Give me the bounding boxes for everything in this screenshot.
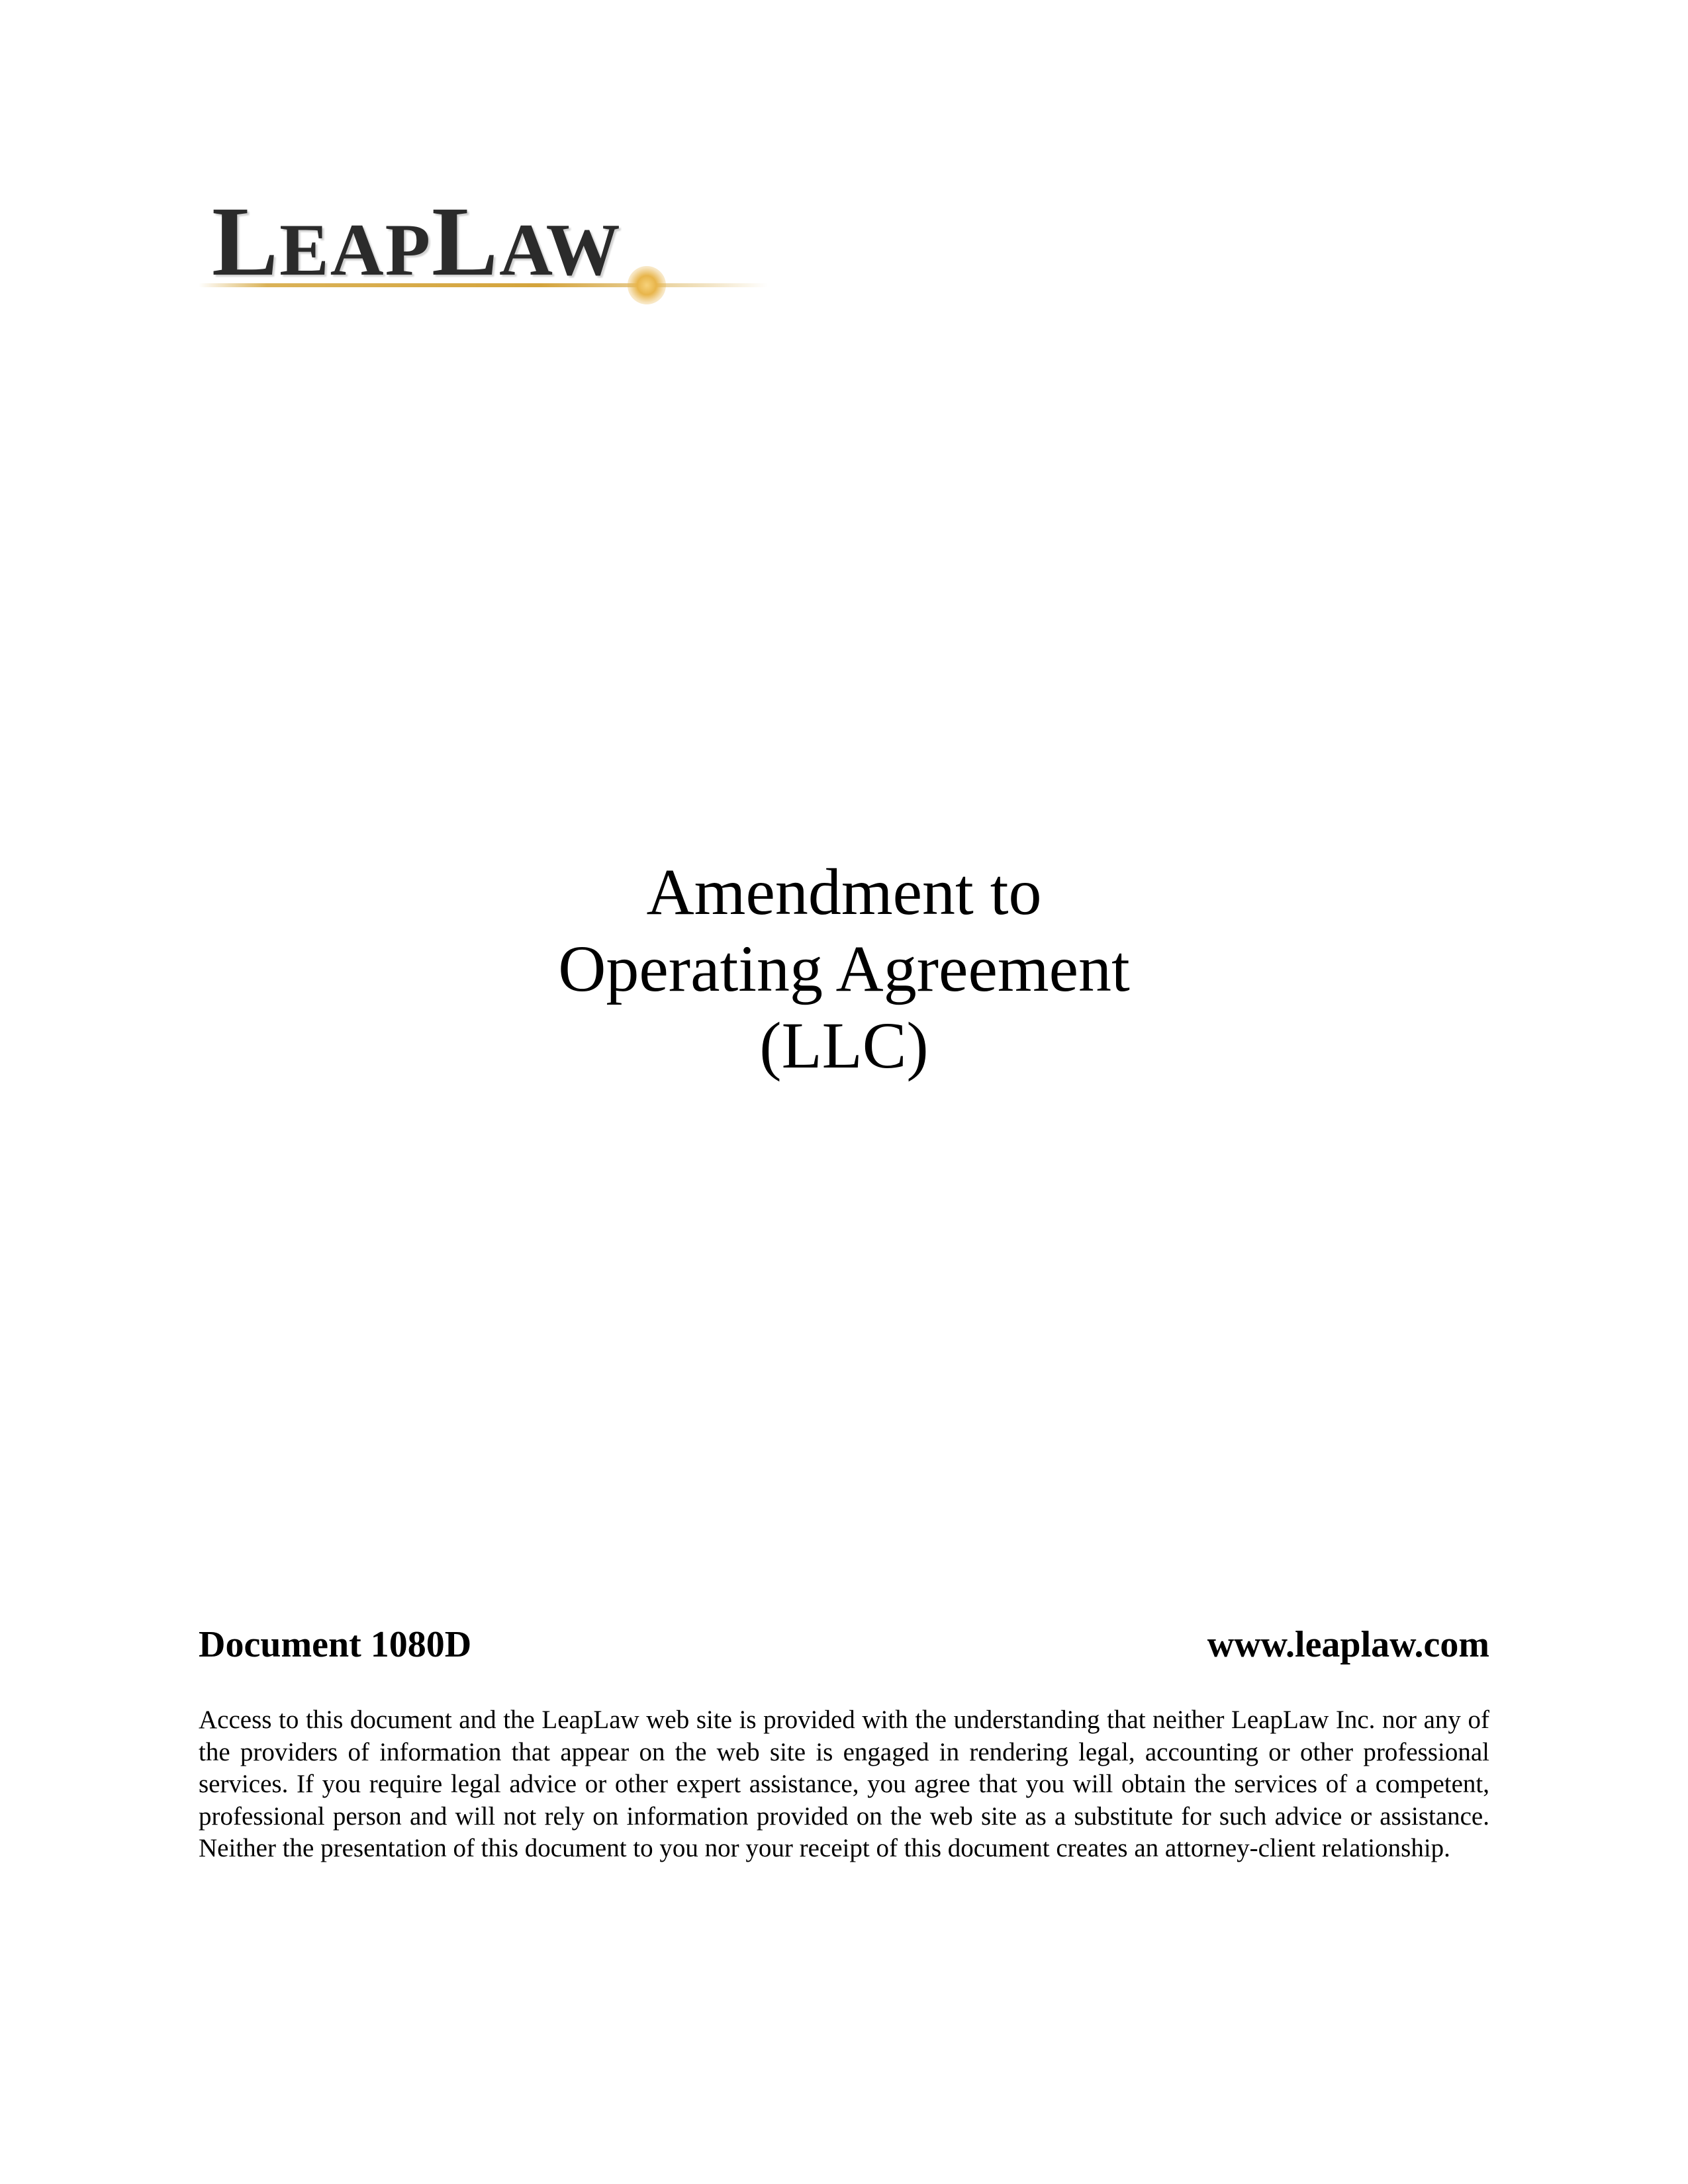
title-line-2: Operating Agreement xyxy=(558,932,1130,1005)
website-url: www.leaplaw.com xyxy=(1207,1624,1489,1665)
logo-wordmark: LEAPLAW xyxy=(212,192,622,291)
title-line-1: Amendment to xyxy=(646,855,1042,929)
title-line-3: (LLC) xyxy=(759,1009,929,1082)
logo-letters: EAP xyxy=(279,209,432,291)
logo-letter: L xyxy=(212,187,280,296)
document-title: Amendment to Operating Agreement (LLC) xyxy=(0,854,1688,1084)
logo-glow-dot xyxy=(628,266,666,304)
document-number: Document 1080D xyxy=(199,1624,472,1665)
leaplaw-logo: LEAPLAW xyxy=(199,185,781,318)
logo-letters: AW xyxy=(499,209,622,291)
logo-underline xyxy=(199,283,768,287)
logo-letter: L xyxy=(432,187,500,296)
disclaimer-text: Access to this document and the LeapLaw … xyxy=(199,1706,1489,1862)
document-footer: Document 1080D www.leaplaw.com xyxy=(199,1621,1489,1668)
